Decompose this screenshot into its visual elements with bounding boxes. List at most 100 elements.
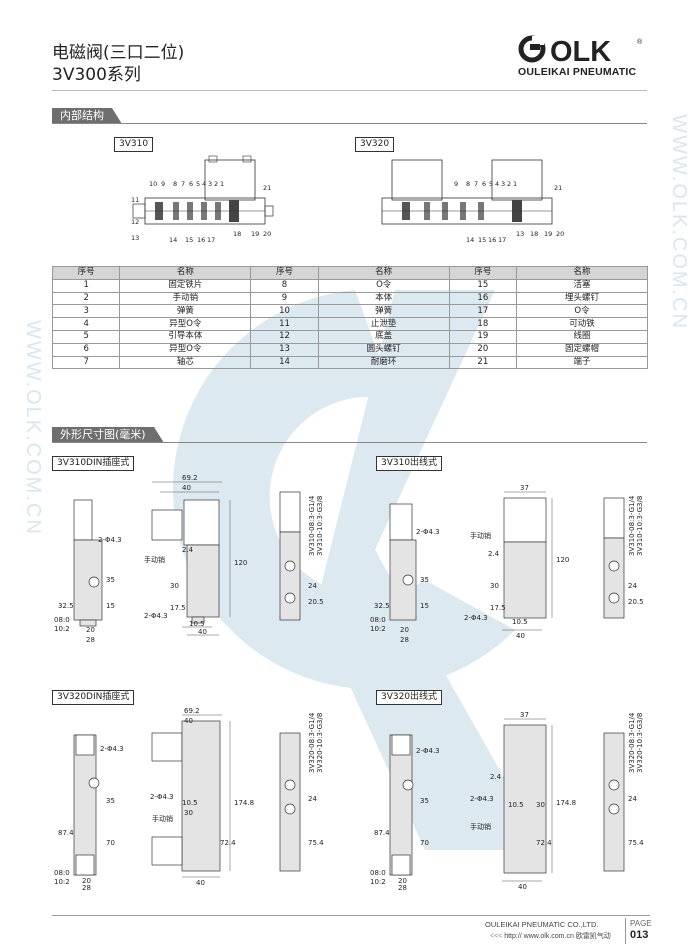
callout-320-8: 8 [466,180,470,188]
dim-310wire-port-08: 3V310-08:3-G1/4 [628,495,636,556]
dim-320wire-port-08: 3V320-08:3-G1/4 [628,712,636,773]
olk-logo-reg: ® [637,38,643,46]
footer-arrows-icon: <<< [490,933,503,940]
view-title-3v320-din: 3V320DIN插座式 [52,690,135,705]
dim-310wire-17-5: 17.5 [490,604,506,612]
dim-320wire-37: 37 [520,711,529,719]
dim-310din-69-2: 69.2 [182,474,198,482]
dim-320wire-72-4: 72.4 [536,839,552,847]
logo-subtitle: OULEIKAI PNEUMATIC [518,66,637,78]
dim-310din-port-10: 3V310-10:3-G3/8 [316,496,324,556]
dim-310din-15: 15 [106,602,115,610]
dim-320din-174-8: 174.8 [234,799,254,807]
dim-310wire-phi-front: 2-Φ4.3 [416,528,440,536]
dim-320din-87-4: 87.4 [58,829,74,837]
dim-310din-08: 08:0 [54,616,70,624]
dim-310wire-08: 08:0 [370,616,386,624]
callout-310-2: 2 [214,180,218,188]
footer-divider [52,915,650,916]
dim-320din-24: 24 [308,795,317,803]
dim-310din-20-5: 20.5 [308,598,324,606]
dim-310wire-port-10: 3V310-10:3-G3/8 [636,496,644,556]
dim-320wire-40: 40 [518,883,527,890]
dim-310din-17-5: 17.5 [170,604,186,612]
dim-320din-10: 10:2 [54,878,70,886]
dim-320din-75-4: 75.4 [308,839,324,847]
callout-320-15: 15 [478,236,486,244]
dim-310din-28: 28 [86,636,95,644]
dim-310wire-35: 35 [420,576,429,584]
callout-310-21: 21 [263,184,271,192]
dim-310wire-120: 120 [556,556,569,564]
dim-320wire-10-5: 10.5 [508,801,524,809]
dim-310wire-37: 37 [520,484,529,492]
footer-website: <<< http:// www.olk.com.cn 欧雷凯气动 [490,931,611,941]
dim-310wire-phi-left: 2-Φ4.3 [464,614,488,622]
footer-separator [625,918,626,944]
dim-310wire-20-5: 20.5 [628,598,644,606]
olk-logo-text: OLK [550,36,611,64]
dim-310din-30: 30 [170,582,179,590]
callout-310-5: 5 [196,180,200,188]
callout-310-12: 12 [131,218,139,226]
dim-320wire-10: 10:2 [370,878,386,886]
dim-320din-10-5: 10.5 [182,799,198,807]
callout-310-3: 3 [208,180,212,188]
dim-310din-10: 10:2 [54,625,70,633]
section-internal-structure: 内部结构 [52,108,647,124]
dimension-drawing-3v320-wire: 37 174.8 2.4 2-Φ4.3 10.5 30 手动销 72.4 40 … [370,711,644,890]
dim-320wire-24: 24 [628,795,637,803]
dim-310din-phi-left: 2-Φ4.3 [144,612,168,620]
dim-310din-120: 120 [234,559,247,567]
dim-320wire-174-8: 174.8 [556,799,576,807]
callout-320-1: 1 [513,180,517,188]
watermark-ok-logo [172,290,545,850]
olk-logo-mark-icon [518,35,546,63]
callout-310-10: 10 [149,180,157,188]
page-series: 3V300系列 [52,65,141,85]
callout-310-16: 16 [197,236,205,244]
callout-310-11: 11 [131,196,139,204]
dim-320wire-phi-front: 2-Φ4.3 [416,747,440,755]
dim-310wire-30: 30 [490,582,499,590]
dim-320din-35: 35 [106,797,115,805]
footer-company: OULEIKAI PNEUMATIC CO.,LTD. [485,920,599,929]
dim-310wire-2-4: 2.4 [488,550,500,558]
dim-320din-20: 20 [82,877,91,885]
dimension-drawing-3v320-din: 69.2 40 174.8 2-Φ4.3 10.5 30 手动销 72.4 40… [54,707,324,890]
callout-310-18: 18 [233,230,241,238]
section-dimensions-label: 外形尺寸图(毫米) [52,427,164,443]
watermark-side-right: WWW.OLK.COM.CN [668,114,690,330]
callout-310-19: 19 [251,230,259,238]
callout-320-19: 19 [544,230,552,238]
footer-page-label: PAGE [630,919,652,928]
dim-320wire-2-4: 2.4 [490,773,502,781]
internal-drawing-3v310: 10 9 8 7 6 5 4 3 2 1 11 12 13 14 15 16 1… [131,155,274,244]
dim-310din-port-08: 3V310-08:3-G1/4 [308,495,316,556]
callout-320-4: 4 [495,180,499,188]
dim-320wire-87-4: 87.4 [374,829,390,837]
callout-320-3: 3 [501,180,505,188]
dimension-drawing-3v310-wire: 37 120 手动销 2.4 30 17.5 2-Φ4.3 10.5 40 2-… [370,484,644,644]
dim-310wire-24: 24 [628,582,637,590]
section-dimensions: 外形尺寸图(毫米) [52,427,647,443]
footer-brand-cn: 欧雷凯气动 [575,933,611,940]
dim-320wire-28: 28 [398,884,407,890]
dim-310din-phi-front: 2-Φ4.3 [98,536,122,544]
page-number: 013 [630,929,649,941]
callout-310-17: 17 [207,236,215,244]
dim-310din-20: 20 [86,626,95,634]
header-divider [52,90,647,91]
dim-320wire-75-4: 75.4 [628,839,644,847]
dim-320din-08: 08:0 [54,869,70,877]
callout-310-13: 13 [131,234,139,242]
model-label-3v310: 3V310 [114,137,154,152]
dim-320wire-port-10: 3V320-10:3-G3/8 [636,713,644,773]
callout-320-17: 17 [498,236,506,244]
footer-url: http:// www.olk.com.cn [504,933,574,940]
model-label-3v320: 3V320 [355,137,395,152]
olk-logo: OLK ® [518,35,643,64]
